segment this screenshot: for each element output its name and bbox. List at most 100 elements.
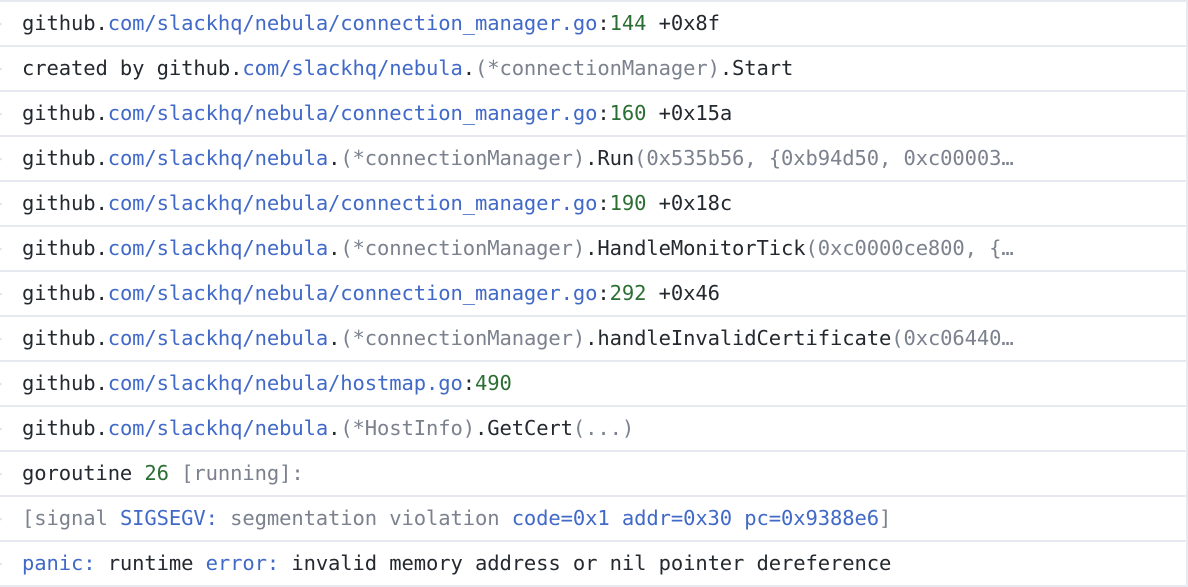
log-line-cell[interactable]: github.com/slackhq/nebula.(*connectionMa… [22, 316, 1188, 361]
log-line-cell[interactable]: panic: runtime error: invalid memory add… [22, 541, 1188, 586]
log-token: . [328, 326, 341, 350]
log-token: : [597, 101, 610, 125]
log-token: +0x8f [646, 11, 720, 35]
log-token: 26 [144, 461, 169, 485]
log-row[interactable]: > github.com/slackhq/nebula.(*connectionM… [0, 136, 1188, 181]
log-line-cell[interactable]: created by github.com/slackhq/nebula.(*c… [22, 46, 1188, 91]
log-row-gutter: > [0, 226, 22, 271]
log-line-text: [signal SIGSEGV: segmentation violation … [22, 498, 1176, 539]
log-line-cell[interactable]: github.com/slackhq/nebula/hostmap.go:490 [22, 361, 1188, 406]
log-token: 490 [474, 371, 512, 395]
log-line-cell[interactable]: github.com/slackhq/nebula.(*connectionMa… [22, 136, 1188, 181]
log-token: [signal [22, 506, 120, 530]
log-token: github. [22, 236, 108, 260]
log-line-cell[interactable]: github.com/slackhq/nebula.(*connectionMa… [22, 226, 1188, 271]
log-row[interactable]: > goroutine 26 [running]: [0, 451, 1188, 496]
log-row-gutter: > [0, 91, 22, 136]
log-token: SIGSEGV: [119, 506, 218, 530]
log-row[interactable]: > github.com/slackhq/nebula/connection_ma… [0, 91, 1188, 136]
log-row-gutter: > [0, 136, 22, 181]
log-row[interactable]: > github.com/slackhq/nebula/connection_ma… [0, 181, 1188, 226]
log-token: ] [878, 506, 892, 530]
log-token: code=0x1 addr=0x30 pc=0x9388e6 [511, 506, 879, 530]
chevron-right-icon[interactable]: > [0, 508, 13, 530]
log-token: com/slackhq/nebula [107, 236, 329, 260]
chevron-right-icon[interactable]: > [0, 373, 13, 395]
log-row-gutter: > [0, 271, 22, 316]
log-line-cell[interactable]: goroutine 26 [running]: [22, 451, 1188, 496]
chevron-right-icon[interactable]: > [0, 418, 13, 440]
log-token: . [328, 416, 341, 440]
log-row-gutter: > [0, 316, 22, 361]
log-line-text: goroutine 26 [running]: [22, 453, 1176, 494]
log-row-gutter: > [0, 361, 22, 406]
log-token: +0x46 [646, 281, 720, 305]
log-line-text: github.com/slackhq/nebula/connection_man… [22, 3, 1176, 44]
log-token: (*connectionManager) [340, 236, 586, 260]
log-token: github. [22, 281, 108, 305]
log-line-text: github.com/slackhq/nebula/hostmap.go:490 [22, 363, 1176, 404]
log-row[interactable]: > github.com/slackhq/nebula.(*connectionM… [0, 226, 1188, 271]
log-token: .Start [719, 56, 794, 80]
chevron-right-icon[interactable]: > [0, 553, 13, 575]
chevron-right-icon[interactable]: > [0, 148, 13, 170]
chevron-right-icon[interactable]: > [0, 13, 13, 35]
chevron-right-icon[interactable]: > [0, 103, 13, 125]
log-row[interactable]: > github.com/slackhq/nebula.(*HostInfo).G… [0, 406, 1188, 451]
log-token: com/slackhq/nebula [242, 56, 463, 80]
log-token: : [597, 11, 610, 35]
log-line-cell[interactable]: github.com/slackhq/nebula/connection_man… [22, 91, 1188, 136]
log-line-cell[interactable]: github.com/slackhq/nebula/connection_man… [22, 271, 1188, 316]
log-line-cell[interactable]: github.com/slackhq/nebula/connection_man… [22, 1, 1188, 46]
log-line-cell[interactable]: [signal SIGSEGV: segmentation violation … [22, 496, 1188, 541]
log-row-gutter: > [0, 451, 22, 496]
log-line-text: github.com/slackhq/nebula.(*connectionMa… [22, 228, 1176, 269]
log-token: com/slackhq/nebula/connection_manager.go [107, 191, 598, 215]
log-token: (*HostInfo) [340, 416, 475, 440]
log-row[interactable]: > created by github.com/slackhq/nebula.(*… [0, 46, 1188, 91]
log-line-text: github.com/slackhq/nebula/connection_man… [22, 183, 1176, 224]
log-token: github. [22, 371, 108, 395]
log-token: (*connectionManager) [340, 146, 586, 170]
log-token: github. [22, 191, 108, 215]
log-token: (0x535b56, {0xb94d50, 0xc00003… [634, 146, 1014, 170]
log-token: github. [22, 326, 108, 350]
log-token: github. [22, 146, 108, 170]
log-row[interactable]: > github.com/slackhq/nebula/connection_ma… [0, 1, 1188, 46]
log-row-gutter: > [0, 1, 22, 46]
chevron-right-icon[interactable]: > [0, 328, 13, 350]
log-token: (*connectionManager) [340, 326, 586, 350]
log-line-text: panic: runtime error: invalid memory add… [22, 543, 1176, 584]
chevron-right-icon[interactable]: > [0, 463, 13, 485]
log-token: runtime [95, 551, 206, 575]
chevron-right-icon[interactable]: > [0, 58, 13, 80]
log-token: panic: [22, 551, 96, 575]
log-token: (0xc0000ce800, {… [805, 236, 1014, 260]
chevron-right-icon[interactable]: > [0, 283, 13, 305]
log-token: com/slackhq/nebula [107, 416, 329, 440]
log-token: github. [22, 11, 108, 35]
log-token: segmentation violation [217, 506, 512, 530]
log-line-text: github.com/slackhq/nebula.(*connectionMa… [22, 318, 1176, 359]
log-token: . [328, 146, 341, 170]
log-row[interactable]: > panic: runtime error: invalid memory ad… [0, 541, 1188, 586]
log-line-text: github.com/slackhq/nebula/connection_man… [22, 93, 1176, 134]
log-token: created by github. [22, 56, 243, 80]
log-line-text: github.com/slackhq/nebula/connection_man… [22, 273, 1176, 314]
log-row[interactable]: > github.com/slackhq/nebula/connection_ma… [0, 271, 1188, 316]
log-token: com/slackhq/nebula [107, 146, 329, 170]
log-line-cell[interactable]: github.com/slackhq/nebula/connection_man… [22, 181, 1188, 226]
log-token: : [462, 371, 475, 395]
log-row[interactable]: > github.com/slackhq/nebula/hostmap.go:49… [0, 361, 1188, 406]
log-line-text: github.com/slackhq/nebula.(*connectionMa… [22, 138, 1176, 179]
log-row[interactable]: > [signal SIGSEGV: segmentation violation… [0, 496, 1188, 541]
chevron-right-icon[interactable]: > [0, 193, 13, 215]
log-token: +0x18c [646, 191, 733, 215]
log-token: 160 [609, 101, 647, 125]
chevron-right-icon[interactable]: > [0, 238, 13, 260]
log-line-cell[interactable]: github.com/slackhq/nebula.(*HostInfo).Ge… [22, 406, 1188, 451]
log-row-gutter: > [0, 406, 22, 451]
log-row[interactable]: > github.com/slackhq/nebula.(*connectionM… [0, 316, 1188, 361]
log-token: 190 [609, 191, 647, 215]
log-token: . [328, 236, 341, 260]
